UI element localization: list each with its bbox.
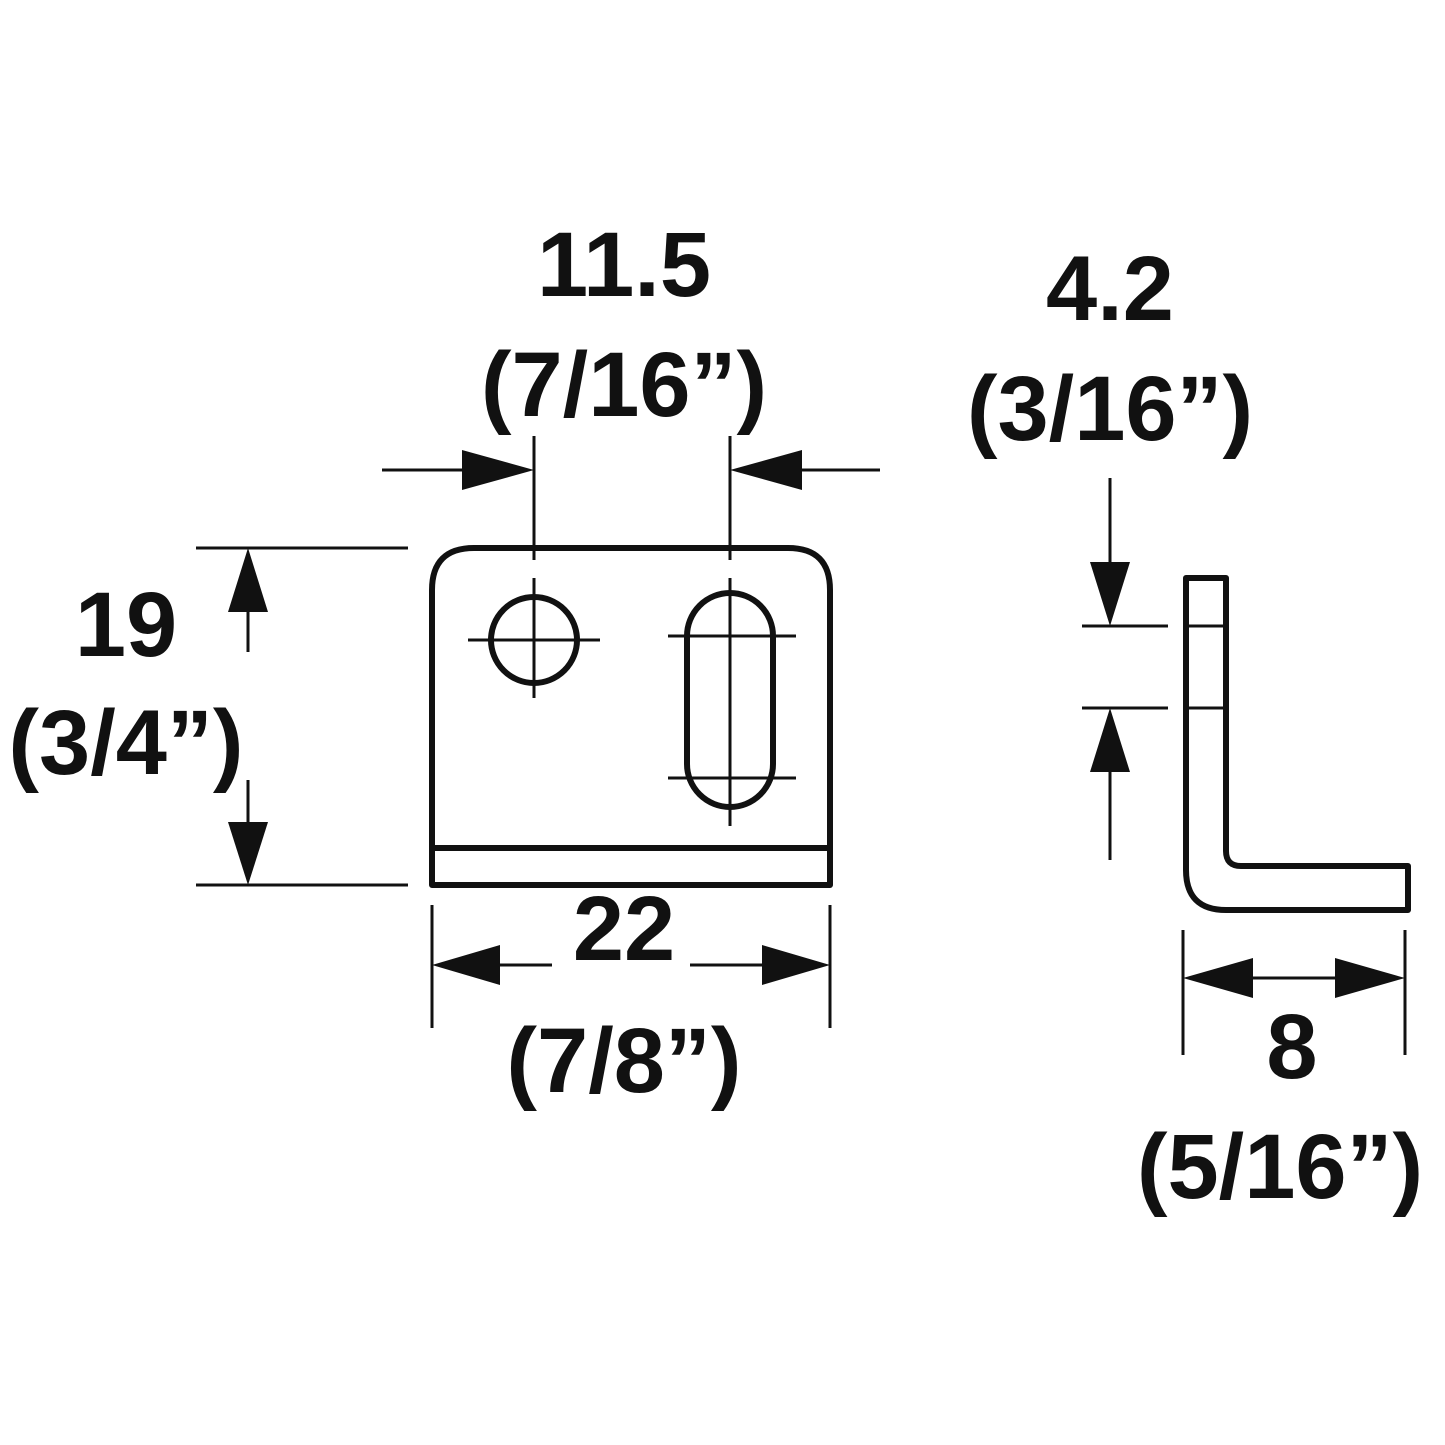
depth-metric: 8 — [1266, 996, 1317, 1098]
arrow-head-left — [730, 450, 802, 490]
arrow-head-up — [228, 548, 268, 612]
arrow-head-left — [432, 945, 500, 985]
depth-dimension: 8 (5/16”) — [1137, 930, 1423, 1218]
side-view: 4.2 (3/16”) 8 (5/16”) — [967, 238, 1423, 1218]
height-imperial: (3/4”) — [8, 692, 243, 794]
arrow-head-down — [228, 822, 268, 885]
front-view: 11.5 (7/16”) 19 (3/4”) 22 (7/8”) — [8, 214, 880, 1112]
width-imperial: (7/8”) — [506, 1010, 741, 1112]
hole-spacing-dimension: 11.5 (7/16”) — [382, 214, 880, 560]
height-metric: 19 — [75, 574, 177, 676]
thickness-imperial: (3/16”) — [967, 358, 1253, 460]
arrow-head-right — [1335, 958, 1405, 998]
depth-imperial: (5/16”) — [1137, 1116, 1423, 1218]
arrow-head-right — [462, 450, 534, 490]
thickness-dimension: 4.2 (3/16”) — [967, 238, 1253, 860]
width-dimension: 22 (7/8”) — [430, 878, 832, 1112]
width-metric: 22 — [573, 878, 675, 980]
arrow-head-up — [1090, 708, 1130, 772]
height-dimension: 19 (3/4”) — [8, 546, 408, 887]
hole-spacing-imperial: (7/16”) — [481, 334, 767, 436]
arrow-head-right — [762, 945, 830, 985]
bracket-side-profile — [1183, 575, 1411, 913]
thickness-metric: 4.2 — [1046, 238, 1174, 340]
arrow-head-down — [1090, 562, 1130, 626]
arrow-head-left — [1183, 958, 1253, 998]
hole-spacing-metric: 11.5 — [537, 214, 711, 316]
bracket-plate-outline — [429, 545, 833, 888]
